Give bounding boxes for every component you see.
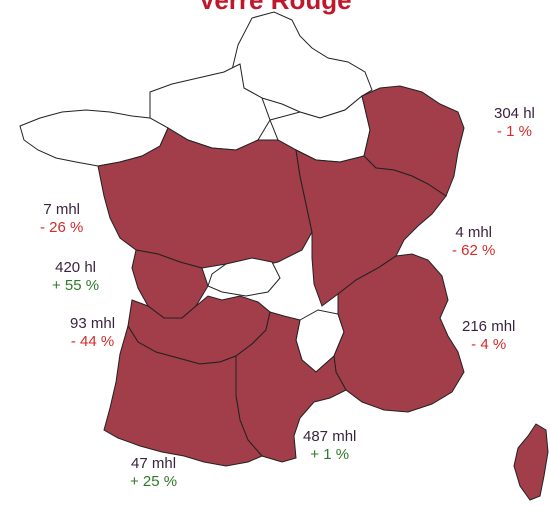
change-text: - 1 % [496, 123, 532, 140]
label-sud-ouest: 47 mhl + 25 % [130, 455, 177, 491]
region-centre-hole [207, 257, 281, 297]
volume-text: 93 mhl [70, 315, 116, 332]
change-text: + 25 % [130, 473, 178, 490]
volume-text: 304 hl [494, 105, 535, 122]
label-bourgogne: 4 mhl - 62 % [452, 224, 495, 260]
change-text: + 1 % [310, 446, 350, 463]
label-grand-est: 304 hl - 1 % [494, 105, 535, 141]
volume-text: 420 hl [55, 259, 96, 276]
change-text: + 55 % [52, 277, 100, 294]
region-corse [513, 423, 549, 501]
volume-text: 7 mhl [43, 201, 81, 218]
region-sud-ouest [103, 324, 263, 467]
volume-text: 4 mhl [455, 224, 493, 241]
label-charentes: 420 hl + 55 % [52, 259, 99, 295]
volume-text: 487 mhl [303, 428, 357, 445]
change-text: - 44 % [70, 333, 115, 350]
volume-text: 47 mhl [131, 455, 177, 472]
change-text: - 26 % [40, 219, 84, 236]
region-bourgogne [295, 149, 447, 307]
volume-text: 216 mhl [462, 318, 516, 335]
change-text: - 62 % [452, 242, 496, 259]
label-rhone-alpes: 216 mhl - 4 % [462, 318, 515, 354]
label-pays-de-la-loire: 7 mhl - 26 % [40, 201, 83, 237]
map-title: Verre Rouge [198, 0, 352, 15]
label-languedoc: 487 mhl + 1 % [303, 428, 356, 464]
label-aquitaine: 93 mhl - 44 % [70, 315, 115, 351]
change-text: - 4 % [471, 336, 507, 353]
